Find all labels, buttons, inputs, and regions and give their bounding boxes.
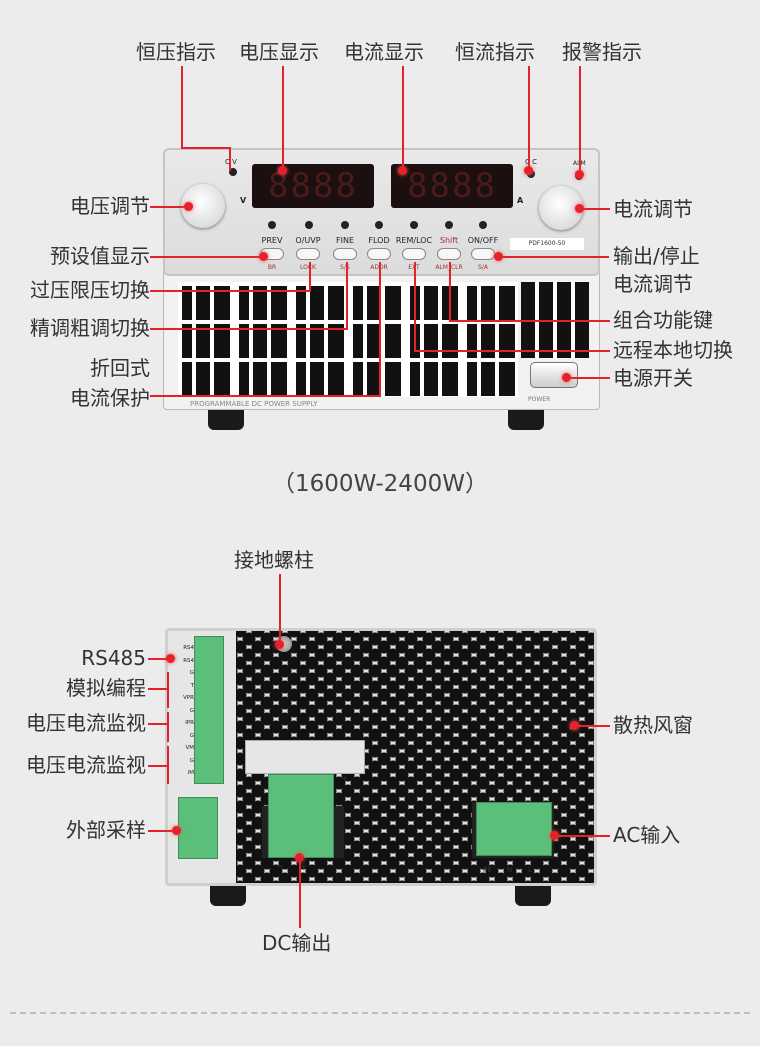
pin-label: IPR: [185, 720, 194, 726]
btn-label: ON/OFF: [467, 236, 499, 245]
rem-loc-button[interactable]: [402, 248, 426, 260]
label-ground-stud: 接地螺柱: [234, 548, 314, 572]
sense-terminal[interactable]: [178, 797, 218, 859]
label-voltage-adjust: 电压调节: [70, 194, 150, 218]
foot: [515, 886, 551, 906]
ouvp-button[interactable]: [296, 248, 320, 260]
label-dc-output: DC输出: [262, 931, 332, 955]
btn-label: O/UVP: [295, 236, 321, 245]
pin-label: VM: [185, 745, 194, 751]
label-current-adjust-2: 电流调节: [613, 272, 693, 296]
power-range-caption: （1600W-2400W）: [272, 471, 488, 497]
pin-label: RS4: [183, 645, 194, 651]
btn-label: Shift: [439, 236, 459, 245]
btn-sublabel: S/S: [340, 264, 350, 271]
cc-text: C C: [525, 158, 538, 166]
ac-n: N: [507, 866, 513, 874]
label-current-display: 电流显示: [344, 40, 424, 64]
led: [305, 221, 313, 229]
label-shift-key: 组合功能键: [613, 308, 713, 332]
voltage-display: 8888: [252, 164, 374, 208]
label-current-protect: 电流保护: [70, 386, 150, 410]
pin-label: T: [190, 682, 194, 689]
brand-text: PROGRAMMABLE DC POWER SUPPLY: [190, 400, 318, 408]
btn-label: REM/LOC: [395, 236, 433, 245]
pin-label: RS4: [183, 657, 194, 664]
btn-sublabel: LOCK: [300, 264, 316, 271]
led: [375, 221, 383, 229]
divider: [10, 1012, 750, 1014]
cv-led: [229, 168, 237, 176]
label-ac-input: AC输入: [613, 823, 681, 847]
signal-terminal-block[interactable]: [194, 636, 224, 784]
label-remote-local: 远程本地切换: [613, 338, 733, 362]
label-analog-programming: 模拟编程: [66, 676, 146, 700]
label-ovp-switch: 过压限压切换: [30, 278, 150, 302]
label-fine-switch: 精调粗调切换: [30, 316, 150, 340]
dc-output-terminal[interactable]: [268, 774, 334, 858]
power-text: POWER: [528, 396, 551, 403]
label-remote-sense: 外部采样: [66, 818, 146, 842]
current-display: 8888: [391, 164, 513, 208]
foot: [208, 410, 244, 430]
dc-plus-mark: +: [341, 774, 349, 784]
label-vent: 散热风窗: [613, 713, 693, 737]
led: [341, 221, 349, 229]
label-power-switch: 电源开关: [613, 366, 693, 390]
dc-plus: +: [300, 862, 308, 872]
dc-minus: −: [276, 862, 284, 872]
btn-sublabel: BR: [267, 264, 277, 271]
foot: [210, 886, 246, 906]
led: [268, 221, 276, 229]
pin-label: VPR: [183, 695, 194, 701]
pin-label: G: [189, 732, 194, 739]
flod-button[interactable]: [367, 248, 391, 260]
model-label: PDF1600-50: [510, 238, 584, 250]
label-vi-monitor-2: 电压电流监视: [26, 753, 146, 777]
btn-label: PREV: [261, 236, 283, 245]
power-switch[interactable]: [530, 362, 578, 388]
label-plate: [245, 740, 365, 774]
label-cc-indicator: 恒流指示: [455, 40, 535, 64]
pin-label: IM: [187, 770, 194, 776]
btn-label: FLOD: [368, 236, 390, 245]
on-off-button[interactable]: [471, 248, 495, 260]
label-current-adjust: 电流调节: [613, 197, 693, 221]
ac-l: L: [528, 866, 532, 874]
led: [479, 221, 487, 229]
btn-sublabel: ADDR: [354, 264, 404, 271]
led: [445, 221, 453, 229]
label-rs485: RS485: [81, 646, 146, 670]
label-cv-indicator: 恒压指示: [136, 40, 216, 64]
shift-button[interactable]: [437, 248, 461, 260]
label-vi-monitor-1: 电压电流监视: [26, 711, 146, 735]
label-preset-display: 预设值显示: [50, 244, 150, 268]
v-unit: V: [240, 196, 247, 205]
label-foldback: 折回式: [90, 356, 150, 380]
pin-label: G: [189, 670, 194, 676]
ac-pe: PE: [483, 866, 492, 874]
btn-sublabel: S/A: [478, 264, 488, 271]
label-alarm-indicator: 报警指示: [562, 40, 642, 64]
fine-button[interactable]: [333, 248, 357, 260]
label-output-stop: 输出/停止: [613, 244, 700, 268]
front-grille: [178, 282, 518, 397]
ac-input-terminal[interactable]: [476, 802, 552, 856]
btn-sublabel: ALM_CLR: [424, 264, 474, 271]
label-voltage-display: 电压显示: [239, 40, 319, 64]
pin-label: G: [189, 757, 194, 764]
led: [410, 221, 418, 229]
a-unit: A: [517, 196, 524, 205]
pin-label: G: [189, 707, 194, 714]
btn-label: FINE: [336, 236, 354, 245]
foot: [508, 410, 544, 430]
